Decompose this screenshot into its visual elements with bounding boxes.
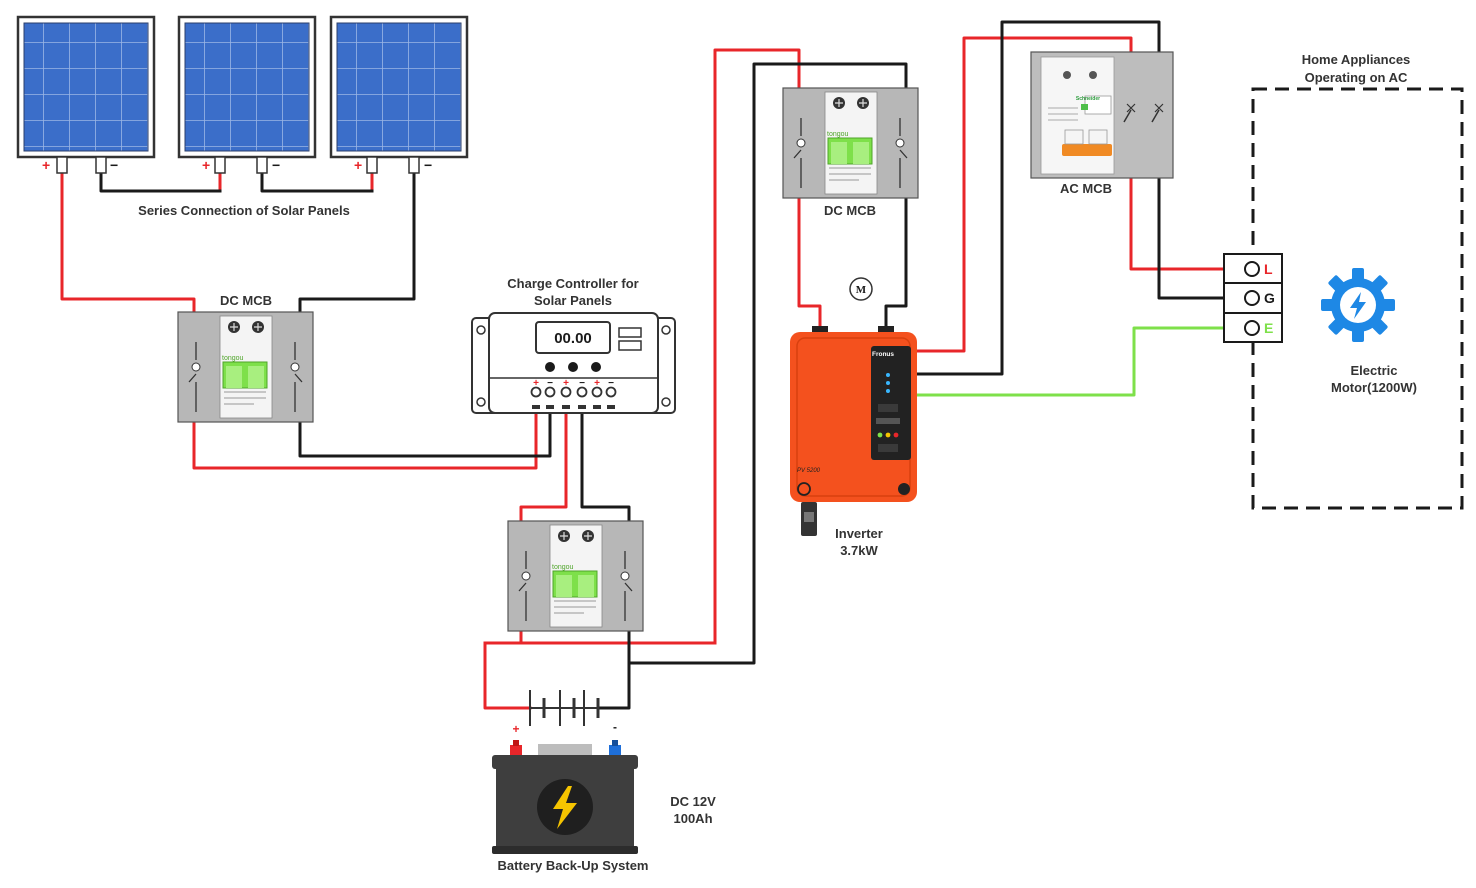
inverter-label-line1: Inverter <box>835 526 883 541</box>
solar-panel-3 <box>329 15 469 159</box>
panel2-minus: − <box>272 157 280 173</box>
motor-symbol <box>849 277 873 301</box>
panel-terminals <box>56 156 420 174</box>
svg-text:−: − <box>579 378 585 389</box>
battery-plus-mark: + <box>512 722 519 736</box>
svg-text:+: + <box>594 378 600 389</box>
battery <box>492 740 638 854</box>
ac-mcb <box>1030 51 1174 179</box>
terminal-L: L <box>1264 261 1273 277</box>
panel1-minus: − <box>110 157 118 173</box>
charge-controller <box>471 312 676 414</box>
dc-mcb-left <box>177 311 314 423</box>
cc-terminal-marks: + − + − + − <box>533 378 614 389</box>
dc-mcb-bottom-brand: tongou <box>552 564 574 571</box>
dc-mcb-left-label: DC MCB <box>220 293 272 308</box>
dc-mcb-top <box>782 87 919 199</box>
inverter-brand: Fronus <box>872 351 894 358</box>
svg-text:−: − <box>608 378 614 389</box>
panel-polarity-marks: + − + − + − <box>42 157 432 173</box>
inverter-label-line2: 3.7kW <box>840 543 878 558</box>
battery-minus-mark: - <box>613 720 617 734</box>
inverter <box>790 326 917 536</box>
panel2-plus: + <box>202 157 210 173</box>
cc-label-line2: Solar Panels <box>534 293 612 308</box>
earth-wire <box>915 326 1248 397</box>
motor-label-line1: Electric <box>1351 363 1398 378</box>
dc-mcb-top-label: DC MCB <box>824 203 876 218</box>
panel1-plus: + <box>42 157 50 173</box>
panel3-minus: − <box>424 157 432 173</box>
ac-mcb-brand: Schneider <box>1076 96 1100 102</box>
svg-text:+: + <box>533 378 539 389</box>
series-label: Series Connection of Solar Panels <box>138 203 350 218</box>
lightning-bolt-icon <box>553 786 577 829</box>
svg-text:+: + <box>563 378 569 389</box>
ac-mcb-label: AC MCB <box>1060 181 1112 196</box>
terminal-block <box>1223 253 1283 343</box>
motor-label-line2: Motor(1200W) <box>1331 380 1417 395</box>
solar-panel-2 <box>177 15 317 159</box>
dc-mcb-bottom <box>507 520 644 632</box>
terminal-G: G <box>1264 290 1275 306</box>
cc-label-line1: Charge Controller for <box>507 276 638 291</box>
home-label-line2: Operating on AC <box>1305 70 1408 85</box>
terminal-E: E <box>1264 320 1273 336</box>
battery-cells-icon <box>529 690 600 726</box>
battery-spec-line2: 100Ah <box>673 811 712 826</box>
svg-text:−: − <box>547 378 553 389</box>
battery-title: Battery Back-Up System <box>497 858 648 873</box>
solar-panel-1 <box>16 15 156 159</box>
gear-bolt-icon <box>1321 268 1395 342</box>
home-label-line1: Home Appliances <box>1302 52 1411 67</box>
dc-mcb-top-brand: tongou <box>827 131 849 138</box>
battery-spec-line1: DC 12V <box>670 794 716 809</box>
inverter-model: PV 5200 <box>797 468 821 474</box>
cc-display-readout: 00.00 <box>554 330 592 347</box>
panel3-plus: + <box>354 157 362 173</box>
motor-symbol-letter: M <box>856 284 867 296</box>
dc-mcb-left-brand: tongou <box>222 355 244 362</box>
